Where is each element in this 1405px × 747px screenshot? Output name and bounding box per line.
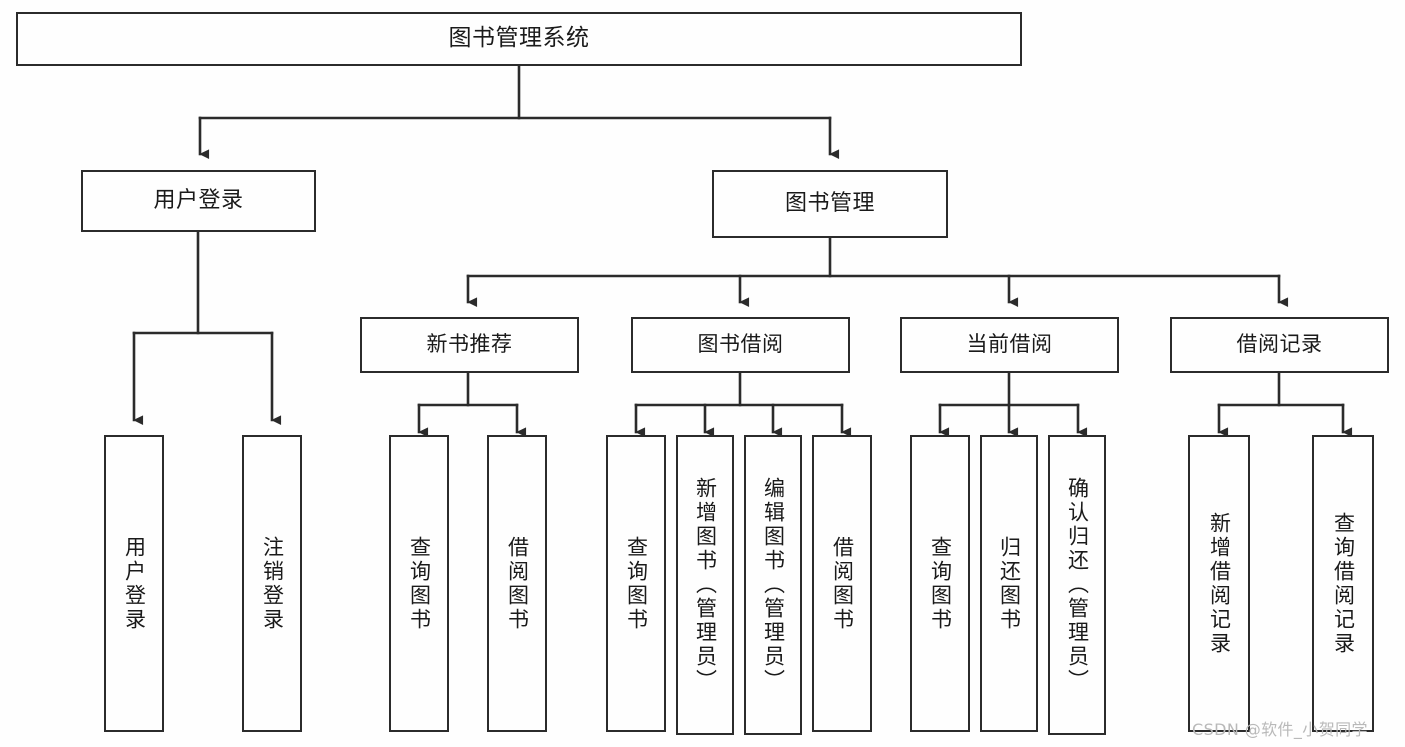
node-label: 借阅图书 xyxy=(505,535,530,632)
leaf-borrow-book[interactable]: 借阅图书 xyxy=(812,435,872,732)
node-book-borrow[interactable]: 图书借阅 xyxy=(631,317,850,373)
node-label: 新书推荐 xyxy=(426,332,513,357)
node-label: 查询图书 xyxy=(928,535,953,632)
node-label: 借阅图书 xyxy=(830,535,855,632)
leaf-query-borrow-record[interactable]: 查询借阅记录 xyxy=(1312,435,1374,732)
leaf-user-login[interactable]: 用户登录 xyxy=(104,435,164,732)
node-label: 查询借阅记录 xyxy=(1331,511,1356,656)
node-current-borrow[interactable]: 当前借阅 xyxy=(900,317,1119,373)
leaf-query-book-new-recommend[interactable]: 查询图书 xyxy=(389,435,449,732)
leaf-logout[interactable]: 注销登录 xyxy=(242,435,302,732)
node-label: 图书管理 xyxy=(784,190,875,216)
leaf-add-borrow-record[interactable]: 新增借阅记录 xyxy=(1188,435,1250,732)
leaf-return-book[interactable]: 归还图书 xyxy=(980,435,1038,732)
node-label: 用户登录 xyxy=(153,187,244,213)
node-label: 当前借阅 xyxy=(966,332,1053,357)
node-user-login[interactable]: 用户登录 xyxy=(81,170,316,232)
leaf-query-book-current[interactable]: 查询图书 xyxy=(910,435,970,732)
node-new-book-recommend[interactable]: 新书推荐 xyxy=(360,317,579,373)
node-label: 注销登录 xyxy=(260,535,285,632)
node-label: 用户登录 xyxy=(122,535,147,632)
node-label: 图书管理系统 xyxy=(448,25,590,52)
node-label: 新增图书（管理员） xyxy=(693,477,718,693)
node-label: 确认归还（管理员） xyxy=(1065,477,1090,693)
node-borrow-record[interactable]: 借阅记录 xyxy=(1170,317,1389,373)
node-label: 新增借阅记录 xyxy=(1207,511,1232,656)
node-book-management[interactable]: 图书管理 xyxy=(712,170,948,238)
node-label: 借阅记录 xyxy=(1236,332,1323,357)
leaf-query-book-borrow[interactable]: 查询图书 xyxy=(606,435,666,732)
node-root-book-management-system[interactable]: 图书管理系统 xyxy=(16,12,1022,66)
node-label: 归还图书 xyxy=(997,535,1022,632)
leaf-borrow-book-new-recommend[interactable]: 借阅图书 xyxy=(487,435,547,732)
leaf-add-book-admin[interactable]: 新增图书（管理员） xyxy=(676,435,734,735)
leaf-confirm-return-admin[interactable]: 确认归还（管理员） xyxy=(1048,435,1106,735)
watermark-text: CSDN @软件_小贺同学 xyxy=(1192,720,1368,739)
node-label: 查询图书 xyxy=(407,535,432,632)
node-label: 编辑图书（管理员） xyxy=(761,477,786,693)
node-label: 查询图书 xyxy=(624,535,649,632)
leaf-edit-book-admin[interactable]: 编辑图书（管理员） xyxy=(744,435,802,735)
node-label: 图书借阅 xyxy=(697,332,784,357)
